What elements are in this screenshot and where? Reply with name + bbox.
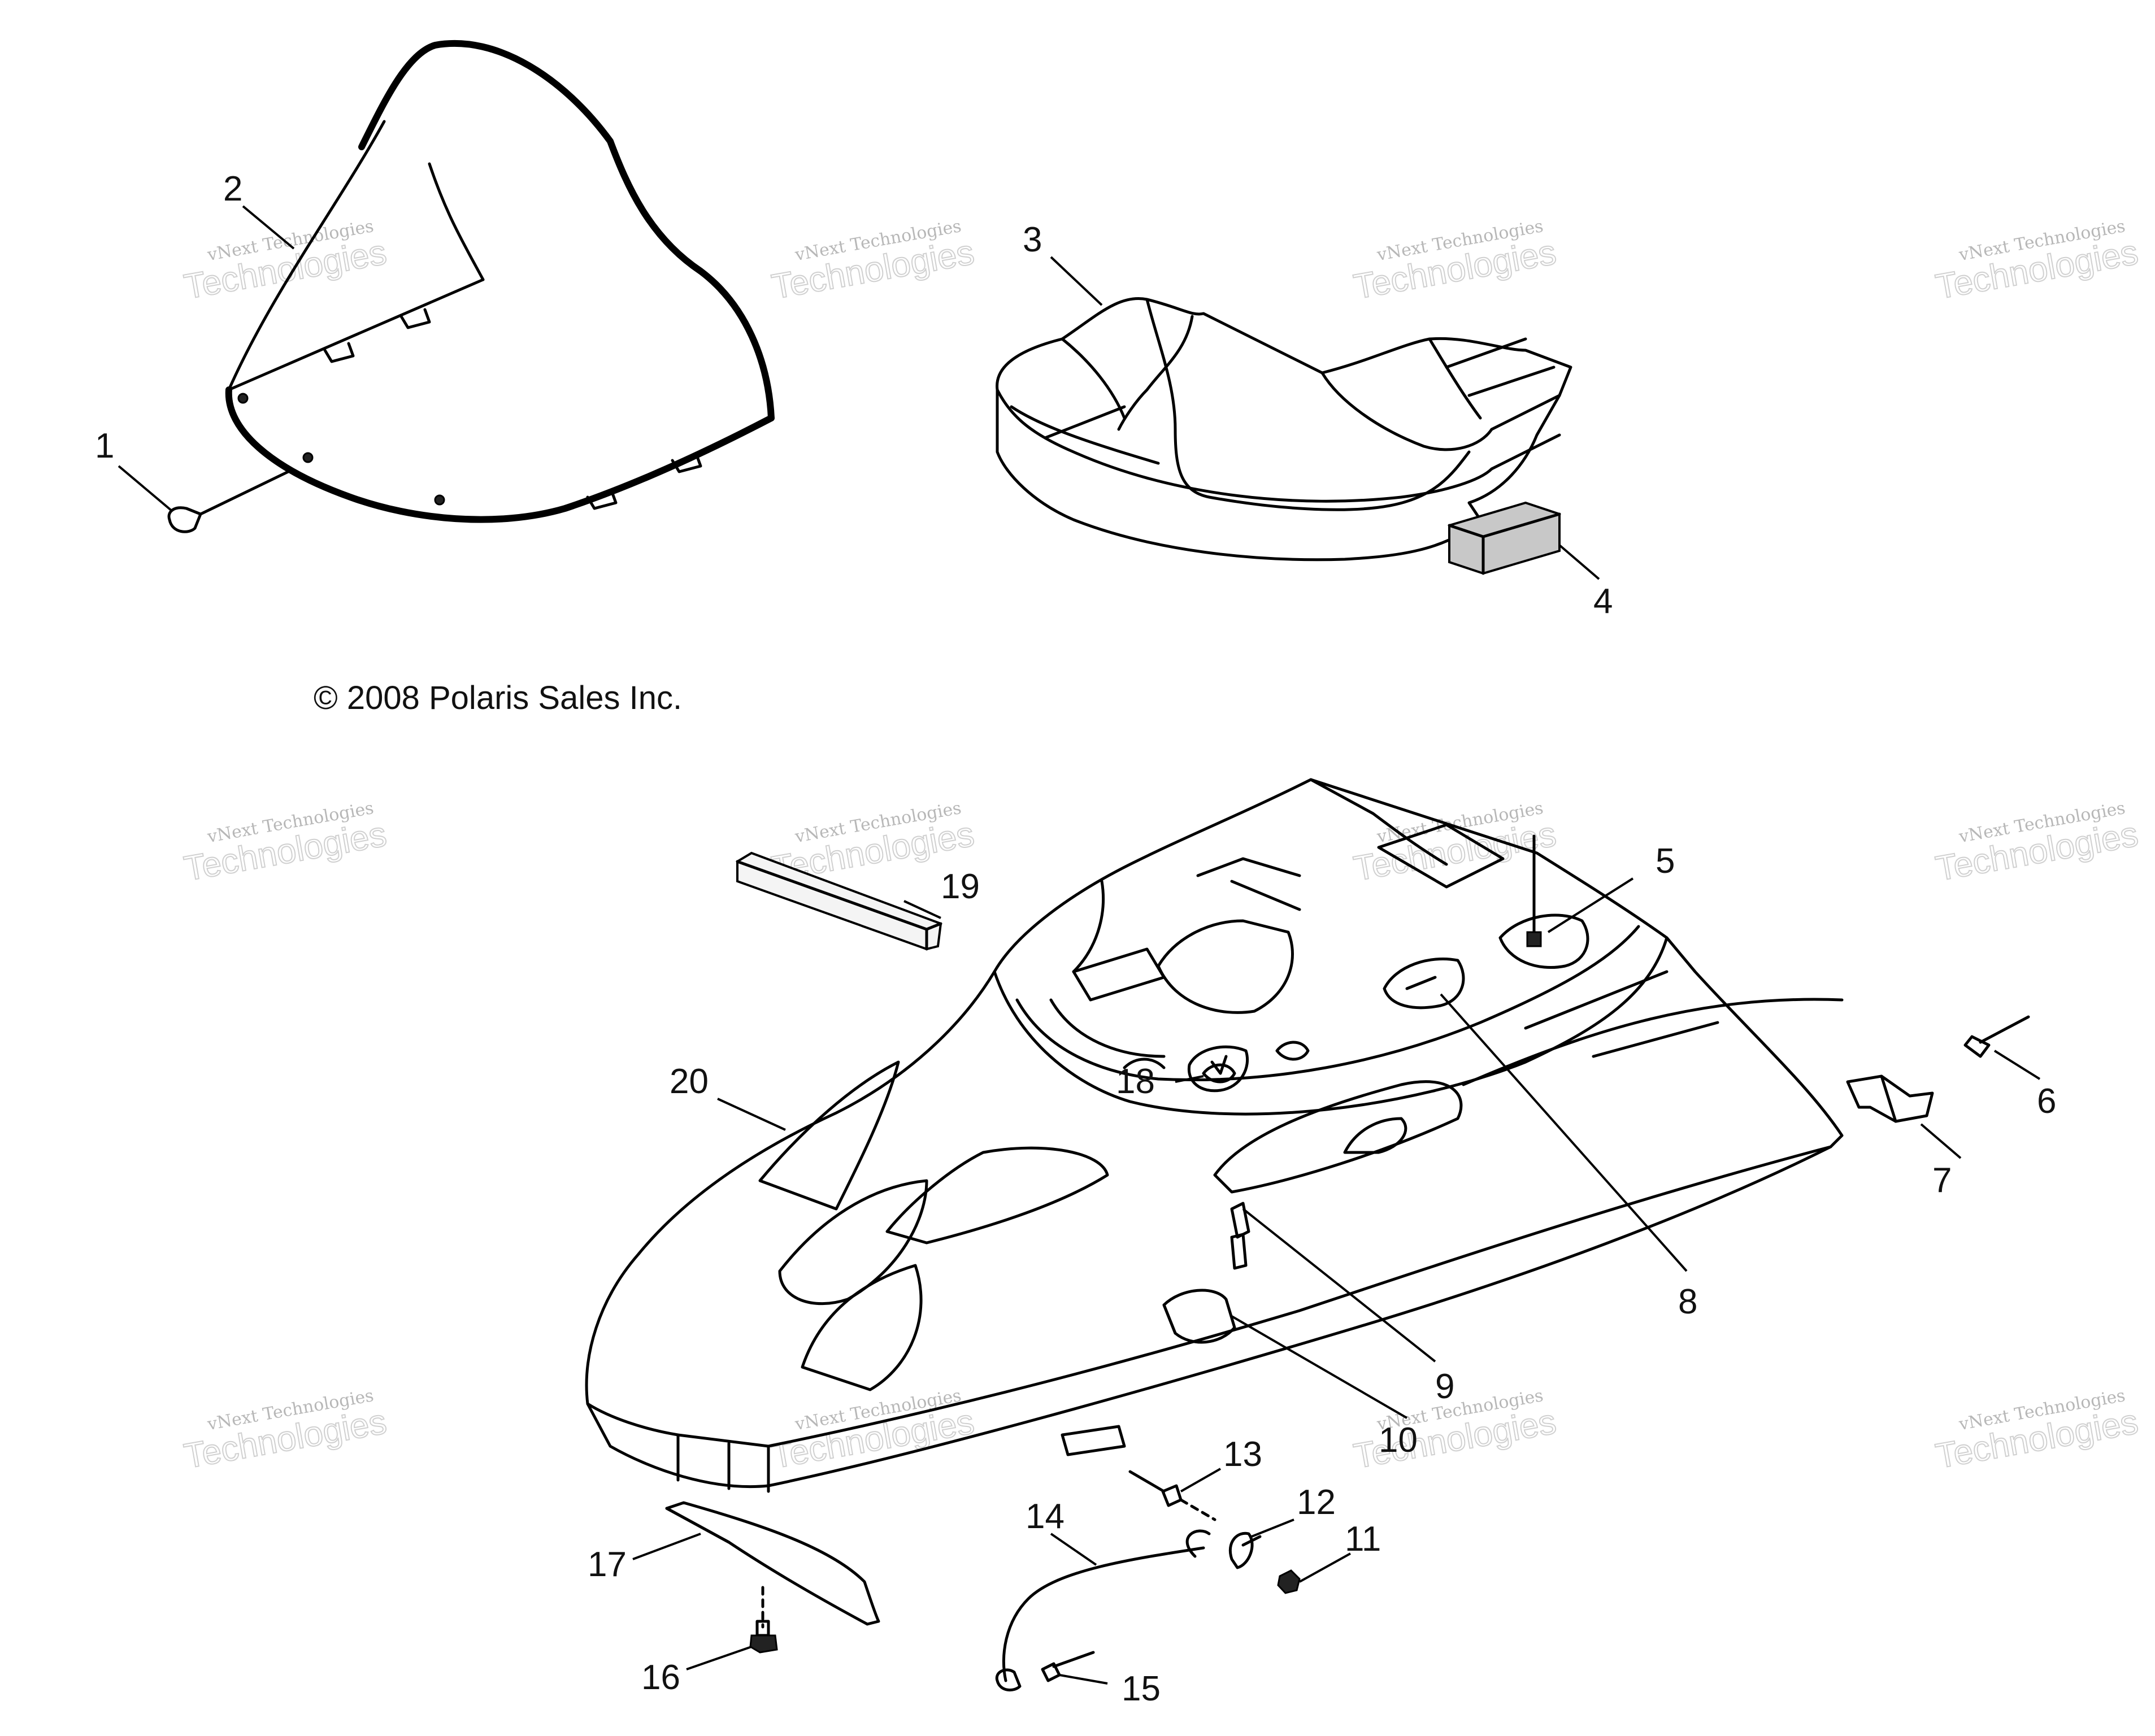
callout-2: 2: [223, 169, 242, 208]
copyright-notice: © 2008 Polaris Sales Inc.: [314, 680, 682, 716]
watermark: Technologies vNext Technologies: [1932, 798, 2141, 889]
watermark: Technologies vNext Technologies: [1350, 216, 1559, 307]
watermark: Technologies vNext Technologies: [1932, 1386, 2141, 1477]
watermark: Technologies vNext Technologies: [181, 798, 390, 889]
callout-3: 3: [1023, 220, 1042, 259]
callout-6: 6: [2037, 1082, 2056, 1121]
rivet-hole: [434, 494, 445, 506]
clevis-part: [1228, 1531, 1262, 1569]
callout-11: 11: [1345, 1520, 1381, 1559]
watermark: Technologies vNext Technologies: [181, 216, 390, 307]
watermark: Technologies vNext Technologies: [768, 216, 977, 307]
callout-4: 4: [1593, 582, 1613, 621]
hood-part: [585, 778, 1844, 1493]
plate-part: [665, 1501, 880, 1626]
seat-console-part: [996, 297, 1572, 562]
nut-part-11: [1277, 1569, 1301, 1594]
foam-strip-part: [736, 851, 942, 951]
grommet-part: [1187, 1045, 1249, 1093]
callout-12: 12: [1297, 1483, 1336, 1522]
clip-part: [1162, 1289, 1236, 1344]
rivet-hole: [302, 452, 314, 463]
foam-pad-part: [1448, 501, 1561, 575]
bracket-part: [1846, 1074, 1934, 1123]
watermark-row-bottom: Technologies vNext Technologies Technolo…: [181, 1386, 2141, 1477]
callout-18: 18: [1116, 1062, 1155, 1101]
callout-14: 14: [1026, 1497, 1065, 1536]
callout-17: 17: [588, 1545, 627, 1584]
callout-19: 19: [941, 867, 980, 906]
tether-cable-part: [995, 1529, 1211, 1692]
grommet-stud-part: [1383, 957, 1465, 1010]
stud-head: [1526, 931, 1542, 947]
callout-16: 16: [641, 1658, 680, 1697]
rivet-part: [167, 470, 290, 533]
callout-15: 15: [1122, 1669, 1161, 1708]
callout-10: 10: [1379, 1421, 1418, 1460]
stud-grommet-part: [1498, 834, 1589, 969]
watermark-row-middle: Technologies vNext Technologies Technolo…: [181, 798, 2141, 889]
watermark: Technologies vNext Technologies: [181, 1386, 390, 1477]
plunger-part: [1230, 1202, 1250, 1270]
bolt-part: [749, 1586, 778, 1654]
watermark: Technologies vNext Technologies: [1932, 216, 2141, 307]
callout-13: 13: [1223, 1435, 1262, 1474]
watermark: Technologies vNext Technologies: [1350, 798, 1559, 889]
windshield-part: [225, 40, 775, 523]
callout-5: 5: [1656, 842, 1675, 881]
leader-lines: [118, 205, 2041, 1685]
callout-8: 8: [1678, 1282, 1697, 1321]
bolt-head: [749, 1634, 778, 1654]
callout-9: 9: [1435, 1367, 1454, 1406]
callout-7: 7: [1932, 1161, 1952, 1200]
callout-20: 20: [670, 1062, 709, 1101]
callout-labels: 1 2 3 4 5 6 7 8 9 10 11 12 13 14 15 16 1…: [95, 169, 2056, 1708]
nut-part-13: [1128, 1470, 1216, 1521]
screw-part: [1963, 1015, 2030, 1058]
callout-1: 1: [95, 427, 114, 465]
rivet-hole: [237, 393, 249, 404]
